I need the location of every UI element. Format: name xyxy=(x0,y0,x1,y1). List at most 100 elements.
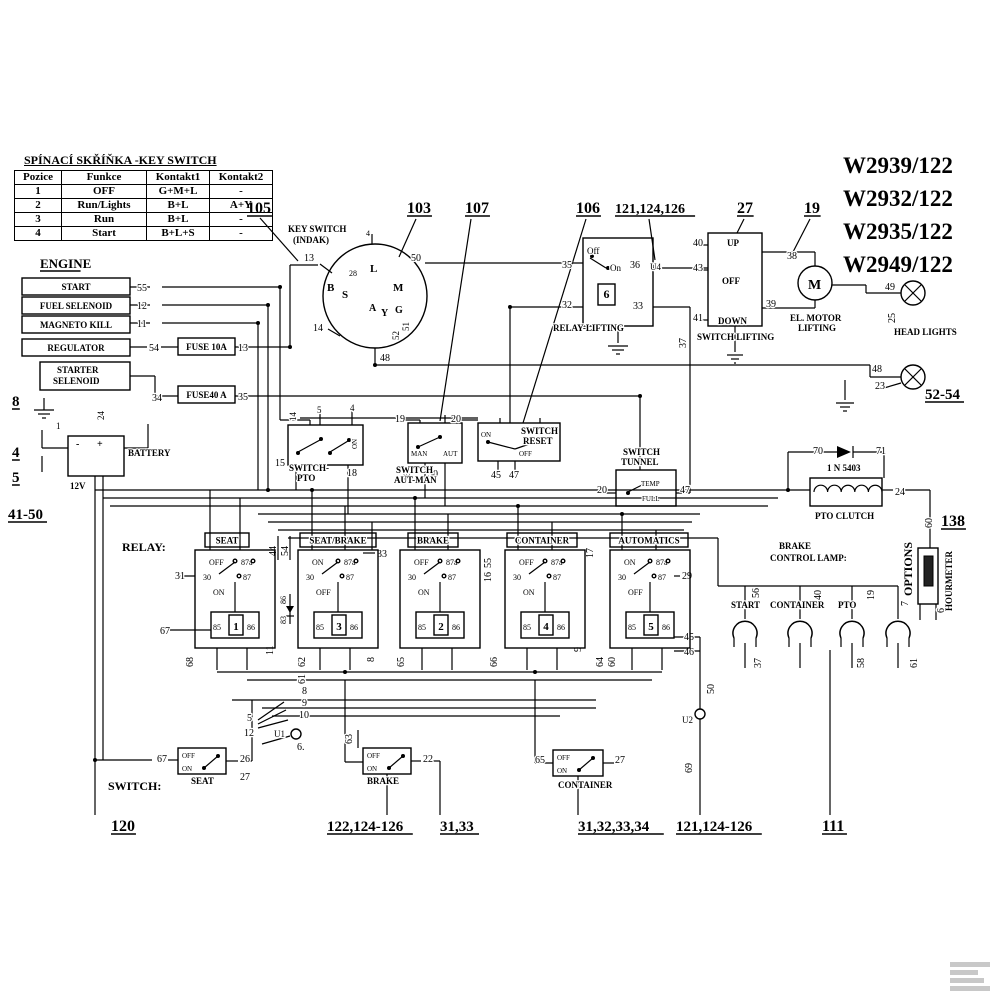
contact-point xyxy=(236,573,242,579)
relay-number-box xyxy=(331,614,347,636)
label: 54 xyxy=(149,343,159,354)
label: PTO CLUTCH xyxy=(815,511,874,521)
label: U2 xyxy=(682,715,693,725)
junction-dot xyxy=(343,670,347,674)
relay-pin: 86 xyxy=(452,623,460,632)
label: M xyxy=(808,278,821,293)
junction-dot xyxy=(288,345,292,349)
label: OFF xyxy=(519,450,532,458)
label: UP xyxy=(727,238,739,248)
label: 6. xyxy=(297,742,305,753)
contact-point xyxy=(335,558,341,564)
label: SEAT xyxy=(191,776,214,786)
label: 35 xyxy=(238,392,248,403)
label: A xyxy=(369,303,377,314)
wire xyxy=(883,382,902,389)
wire xyxy=(589,257,607,269)
junction-dot xyxy=(413,496,417,500)
junction-dot xyxy=(577,768,581,772)
relay-number: 4 xyxy=(543,621,549,633)
label: OPTIONS xyxy=(901,542,915,596)
label: 51 xyxy=(401,322,411,331)
junction-dot xyxy=(620,512,624,516)
label: 12 xyxy=(244,728,254,739)
switch-aut-man-box xyxy=(407,422,463,464)
relay-pin: 86 xyxy=(247,623,255,632)
label: 12V xyxy=(70,481,86,491)
label: 14 xyxy=(288,412,298,422)
lifting-motor-circle xyxy=(797,265,833,301)
label: 7 xyxy=(900,601,911,606)
wire xyxy=(578,757,594,771)
label: 5 xyxy=(247,713,252,724)
label: 27 xyxy=(615,755,625,766)
relay-box xyxy=(609,549,691,649)
component-label: FUSE40 A xyxy=(186,390,227,400)
contact-blade xyxy=(218,561,236,575)
table-cell: Run xyxy=(61,212,147,227)
label: 22 xyxy=(423,754,433,765)
junction-dot xyxy=(328,451,332,455)
label: SWITCH xyxy=(521,426,558,436)
label: 44 xyxy=(268,546,279,556)
label: 17 xyxy=(585,548,596,558)
label: 32 xyxy=(562,300,572,311)
label: 23 xyxy=(875,381,885,392)
label: 106 xyxy=(576,200,600,217)
label: 66 xyxy=(489,657,500,667)
label: LIFTING xyxy=(798,323,836,333)
label: BRAKE xyxy=(367,776,399,786)
label: 33 xyxy=(377,549,387,560)
label: PTO xyxy=(838,600,856,610)
wire xyxy=(792,218,811,253)
wire xyxy=(329,440,349,453)
label: 41-50 xyxy=(8,507,43,523)
label: 20 xyxy=(597,485,607,496)
relay-state: OFF xyxy=(414,558,429,567)
label: 5 xyxy=(12,470,20,486)
relay-state: ON xyxy=(624,558,636,567)
relay-state: ON xyxy=(418,588,430,597)
headlight-lamp-2 xyxy=(900,364,926,390)
relay-pin: 86 xyxy=(662,623,670,632)
table-header-cell: Funkce xyxy=(61,170,147,185)
relay-state: OFF xyxy=(316,588,331,597)
label: 11 xyxy=(265,645,276,655)
table-cell: G+M+L xyxy=(146,184,210,199)
table-cell: - xyxy=(209,184,273,199)
relay-state: ON xyxy=(213,588,225,597)
fuel-selenoid-box xyxy=(21,296,131,315)
relay-state: ON xyxy=(523,588,535,597)
label: + xyxy=(97,439,103,450)
label: TUNNEL xyxy=(621,457,659,467)
relay-coil-box xyxy=(625,611,675,639)
switch-tunnel-box xyxy=(615,469,677,507)
label: EL. MOTOR xyxy=(790,313,842,323)
wire xyxy=(297,439,321,453)
label: 31 xyxy=(175,571,185,582)
label: 45 xyxy=(491,470,501,481)
label: L xyxy=(370,263,377,275)
junction-dot xyxy=(401,754,405,758)
regulator-box xyxy=(21,338,131,357)
hourmeter-box xyxy=(917,547,939,605)
engine-start-box xyxy=(21,277,131,296)
label: 14 xyxy=(313,323,323,334)
label: 61 xyxy=(297,674,308,684)
junction-dot xyxy=(508,305,512,309)
label: 39 xyxy=(766,299,776,310)
contact-point xyxy=(441,573,447,579)
junction-dot xyxy=(319,437,323,441)
label: 83 xyxy=(279,616,288,624)
wire xyxy=(514,440,539,450)
label: SWITCH LIFTING xyxy=(697,332,774,342)
label: 12 xyxy=(137,301,147,312)
relay-caption: SEAT xyxy=(216,536,239,546)
contact-point xyxy=(560,558,566,564)
relay-pin: 87a xyxy=(344,558,356,567)
label: OFF xyxy=(722,276,740,286)
label: 121,124-126 xyxy=(676,819,753,835)
